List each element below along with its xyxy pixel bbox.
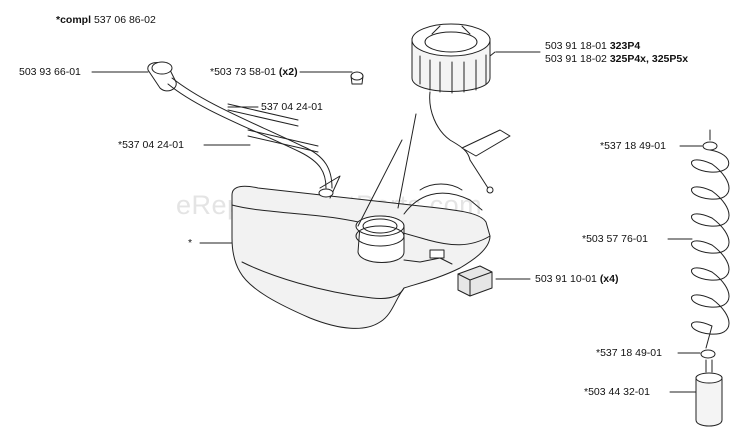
fuel-cap-label-b: 503 91 18-02 325P4x, 325P5x — [545, 53, 689, 65]
oring-bottom-label: *537 18 49-01 — [596, 347, 662, 359]
grommet-label: *503 73 58-01 (x2) — [210, 66, 298, 78]
hose-connector-label: 503 93 66-01 — [19, 66, 81, 78]
fuel-tank — [231, 175, 491, 329]
assembly-number-label: *compl 537 06 86-02 — [56, 14, 156, 26]
leader-lines — [91, 51, 703, 393]
rubber-damper — [457, 265, 493, 297]
fuel-line-lower-label: *537 04 24-01 — [118, 139, 184, 151]
grommet — [350, 71, 364, 85]
rubber-damper-label: 503 91 10-01 (x4) — [535, 273, 619, 285]
fuel-cap — [411, 23, 491, 94]
fuel-filter-label: *503 44 32-01 — [584, 386, 650, 398]
fuel-line-upper-label: 537 04 24-01 — [261, 101, 323, 113]
cap-tether — [429, 91, 511, 194]
fuel-line-assembly — [691, 129, 730, 427]
fuel-tank-label: * — [188, 237, 193, 249]
hose-connector — [147, 61, 333, 189]
coil-hose-label: *503 57 76-01 — [582, 233, 648, 245]
oring-top-label: *537 18 49-01 — [600, 140, 666, 152]
fuel-cap-label-a: 503 91 18-01 323P4 — [545, 40, 641, 52]
